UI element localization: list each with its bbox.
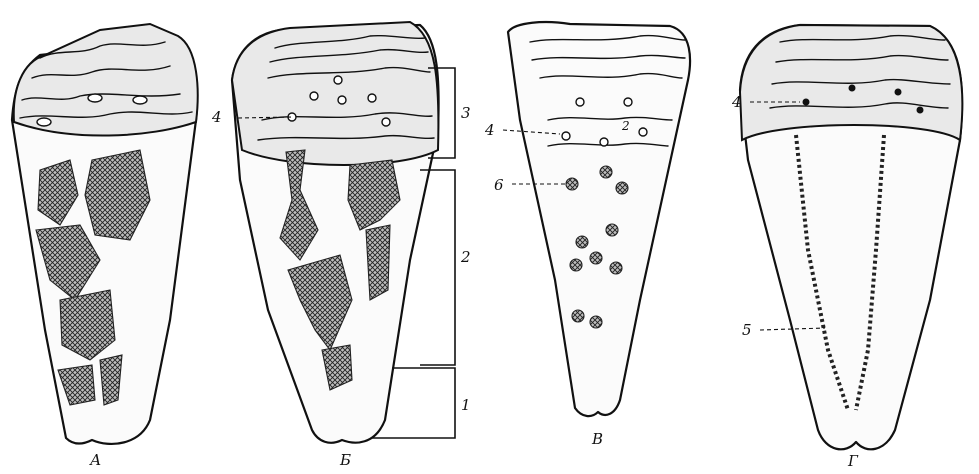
panel-g-label-4: 4: [731, 93, 742, 111]
panel-b-papilla-1: [334, 76, 342, 84]
panel-v-papilla-2: [624, 98, 632, 106]
panel-g-papilla-4: [917, 107, 924, 114]
panel-b-caption: Б: [339, 451, 351, 469]
panel-b-papilla-2: [310, 92, 318, 100]
panel-b-root-zone: [232, 22, 438, 165]
panel-g-papilla-2: [849, 85, 856, 92]
panel-a-caption: А: [89, 451, 101, 469]
brace-zone-2: [420, 170, 455, 365]
panel-v-spot-10: [590, 316, 602, 328]
panel-v-papilla-3: [562, 132, 570, 140]
panel-v-papilla-4: [600, 138, 608, 146]
panel-g-papilla-3: [895, 89, 902, 96]
panel-a-papilla-2: [88, 94, 102, 102]
panel-v-spot-7: [590, 252, 602, 264]
panel-v-label-4: 4: [484, 121, 495, 139]
panel-v-label-6: 6: [494, 176, 504, 194]
panel-a-patch-6: [100, 355, 122, 405]
panel-a-papilla-1: [37, 118, 51, 126]
panel-a-tongue: [12, 24, 198, 444]
panel-v-spot-9: [572, 310, 584, 322]
brace-label-2: 2: [460, 248, 471, 266]
panel-v-outline: [508, 22, 690, 416]
panel-v-papilla-1: [576, 98, 584, 106]
panel-b-patch-3: [366, 225, 390, 300]
panel-v-papilla-5: [639, 128, 647, 136]
panel-b-tongue: [232, 22, 439, 443]
panel-v-label-2: 2: [621, 119, 630, 133]
panel-v-spot-2: [566, 178, 578, 190]
panel-v-spot-3: [616, 182, 628, 194]
panel-v-caption: В: [591, 430, 603, 448]
panel-b-label-4: 4: [211, 108, 222, 126]
panel-b-papilla-4: [368, 94, 376, 102]
panel-b-papilla-6: [382, 118, 390, 126]
panel-g-tongue: [740, 25, 962, 449]
panel-g-papilla-1: [803, 99, 810, 106]
panel-v-spot-8: [610, 262, 622, 274]
panel-v-spot-5: [606, 224, 618, 236]
brace-label-1: 1: [461, 396, 471, 414]
panel-g-caption: Г: [847, 452, 859, 470]
brace-label-3: 3: [461, 104, 471, 122]
panel-v-spot-6: [570, 259, 582, 271]
panel-a-papilla-3: [133, 96, 147, 104]
panel-v-spot-1: [600, 166, 612, 178]
panel-b-papilla-3: [338, 96, 346, 104]
panel-g-label-5: 5: [742, 321, 752, 339]
panel-v-tongue: [508, 22, 690, 416]
panel-v-spot-4: [576, 236, 588, 248]
